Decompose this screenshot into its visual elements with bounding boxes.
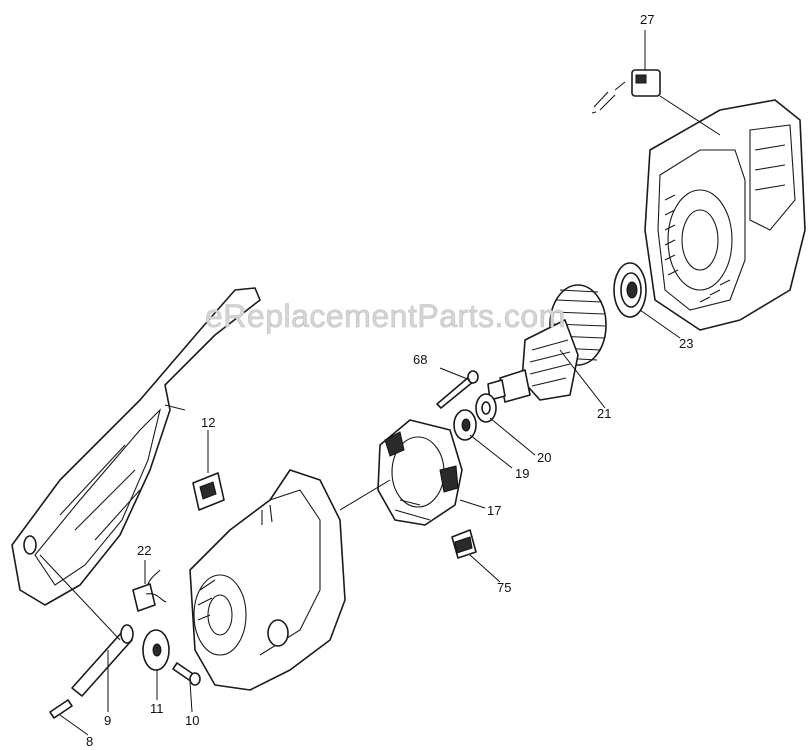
cord-guard-part[interactable] [71, 624, 134, 697]
part-number-8: 8 [86, 734, 93, 749]
handle-housing[interactable] [11, 287, 261, 606]
part-number-9: 9 [104, 713, 111, 728]
rear-motor-housing[interactable] [644, 99, 806, 331]
watermark-text: eReplacementParts.com [205, 298, 566, 334]
part-number-68: 68 [413, 352, 427, 367]
armature-part[interactable] [487, 284, 607, 403]
switch-part[interactable] [591, 69, 661, 114]
small-bearing-part[interactable] [453, 409, 477, 441]
washer-part[interactable] [475, 393, 497, 423]
part-number-11: 11 [150, 701, 164, 716]
screw-part[interactable] [436, 370, 479, 409]
part-number-20: 20 [537, 450, 551, 465]
cord-clamp-part[interactable] [132, 569, 167, 612]
leader-lines [39, 30, 721, 736]
part-number-75: 75 [497, 580, 511, 595]
cord-part[interactable] [49, 699, 73, 719]
part-number-10: 10 [185, 713, 199, 728]
clamp-part[interactable] [192, 472, 225, 511]
part-number-12: 12 [201, 415, 215, 430]
strain-relief-part[interactable] [142, 629, 170, 671]
bearing-part[interactable] [613, 262, 647, 318]
part-number-21: 21 [597, 406, 611, 421]
part-number-27: 27 [640, 12, 654, 27]
small-screw-part[interactable] [172, 662, 201, 686]
part-number-17: 17 [487, 503, 501, 518]
part-number-19: 19 [515, 466, 529, 481]
brush-holder-part[interactable] [451, 529, 477, 559]
part-number-23: 23 [679, 336, 693, 351]
part-number-22: 22 [137, 543, 151, 558]
stator-part[interactable] [377, 419, 463, 526]
front-motor-housing[interactable] [189, 469, 346, 691]
